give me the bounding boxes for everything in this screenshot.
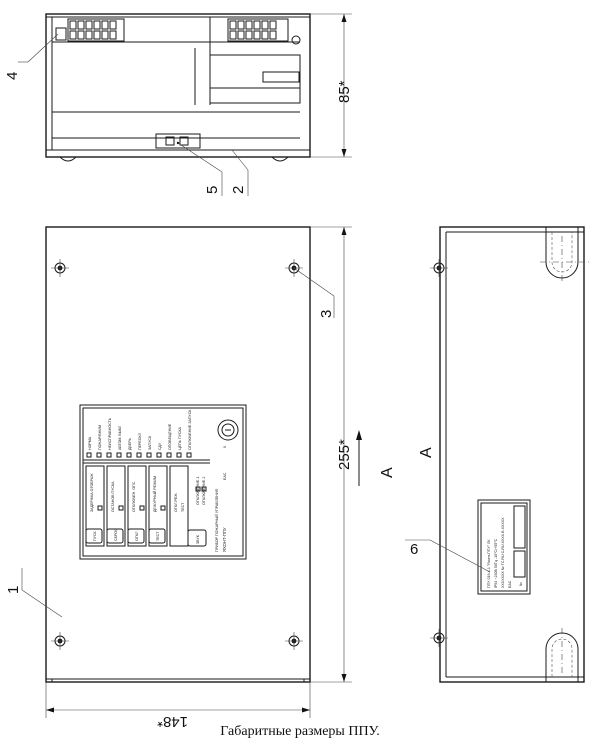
indicator-label: ЦЕПЬ ПУСКА [178,426,182,450]
button-label: СБРОС [114,528,118,541]
dimension-255-label: 255* [336,439,353,470]
callout-1: 1 [5,586,22,594]
panel-column [106,465,126,547]
dimension-255: 255* [310,226,353,683]
nameplate-mark: EAC [508,580,512,588]
product-marks: EAC [223,472,227,480]
panel-column [127,465,147,547]
column-label: ОТКЛЮЧЕН. ОПС [132,481,136,512]
key-lock-icon [217,419,239,441]
mounting-screw-bl [51,632,69,650]
dimension-85-label: 85* [336,80,353,103]
section-arrow-label: A [379,467,396,478]
figure-caption: Габаритные размеры ППУ. [220,724,380,739]
product-line: ПРИБОР ПОЖАРНЫЙ УПРАВЛЕНИЯ [215,488,219,552]
control-panel-frame [79,404,247,560]
indicator-label: НЕИСПРАВНОСТЬ [108,417,112,450]
panel-column [169,465,189,547]
indicator-label: ПОЖАР/ВНИМ [98,425,102,450]
panel-buttons [85,528,207,547]
top-view-foot-left [59,156,77,162]
side-view-housing [439,226,585,683]
column-label: ОТКЛ.РЕЖ. [174,492,178,512]
door-latch [155,133,201,149]
button-label: ОТКЛ [135,531,139,541]
terminal-block-right [227,18,301,45]
terminal-block-left [55,18,125,42]
top-view-foot-right [271,156,289,162]
top-view [18,13,311,196]
button-label: ТЕСТ [156,531,160,541]
dimension-148: 148* [45,682,311,730]
callout-4: 4 [4,72,21,80]
top-view-housing [45,13,311,158]
indicator-label: ОТКЛЮЧЕНИЕ ЗАПУСК [188,409,192,450]
nameplate-number-label: № [519,582,523,586]
indicator-label: НОРМА [88,436,92,450]
indicator-label: СДУ [158,442,162,450]
side-screw-bottom [430,629,448,647]
mounting-screw-tl [51,259,69,277]
column-label: ТЕСТ [181,502,185,512]
callout-6: 6 [410,541,418,558]
indicator-label: ОПОВЕЩЕНИЕ [168,423,172,450]
side-screw-top [430,259,448,277]
dimension-85: 85* [310,13,353,158]
side-view: ППУ 019-4-1 "Яхонт-ППУ" ЛК IP54 ~230В 50… [405,226,590,683]
front-view: НОРМА ПОЖАР/ВНИМ НЕИСПРАВНОСТЬ АВТОМ. ВЫ… [21,226,396,683]
callout-2: 2 [230,186,247,194]
key-lock-label: 0 [223,446,227,448]
panel-column [148,465,168,547]
mounting-slot-top [540,227,590,284]
indicator-label: ДВЕРЬ [128,437,132,450]
nameplate-line: IP54 ~230В 50Гц -10°С/+55°С [494,538,498,588]
panel-column [85,465,105,547]
mounting-slot-bottom [545,628,579,682]
indicator-leds [86,452,192,458]
indicator-label: ПЕРЕОХЛ [138,432,142,450]
column-label: ЗАДЕРЖКА ОТОБРАЖ [90,473,94,512]
callout-3: 3 [318,310,335,318]
callout-5: 5 [204,186,221,194]
button-label: ЗВУК [196,534,200,544]
column-label: ДЕЖУРНЫЙ РЕЖИМ [153,476,157,512]
dimension-148-label: 148* [157,713,188,730]
column-label: ОСТАНОВ ПУСКА [111,481,115,512]
indicator-label: ЗАПУСК [148,435,152,450]
nameplate-line: ППУ 019-4-1 "Яхонт-ППУ" ЛК [487,539,491,588]
section-arrow [356,430,362,486]
mounting-screw-br [285,632,303,650]
front-view-housing [45,226,311,683]
nameplate: ППУ 019-4-1 "Яхонт-ППУ" ЛК IP54 ~230В 50… [477,499,531,595]
indicator-label: АВТОМ. ВЫКЛ [118,425,122,450]
control-panel: НОРМА ПОЖАР/ВНИМ НЕИСПРАВНОСТЬ АВТОМ. ВЫ… [79,404,247,560]
nameplate-line: XXXXXXX № ТС RU C-RU.XXXX.B.XXXXX [501,517,505,588]
section-view-label: A [418,447,435,458]
button-label: ПУСК [93,531,97,541]
product-name: ЯХОНТ-ППУ [222,527,227,552]
